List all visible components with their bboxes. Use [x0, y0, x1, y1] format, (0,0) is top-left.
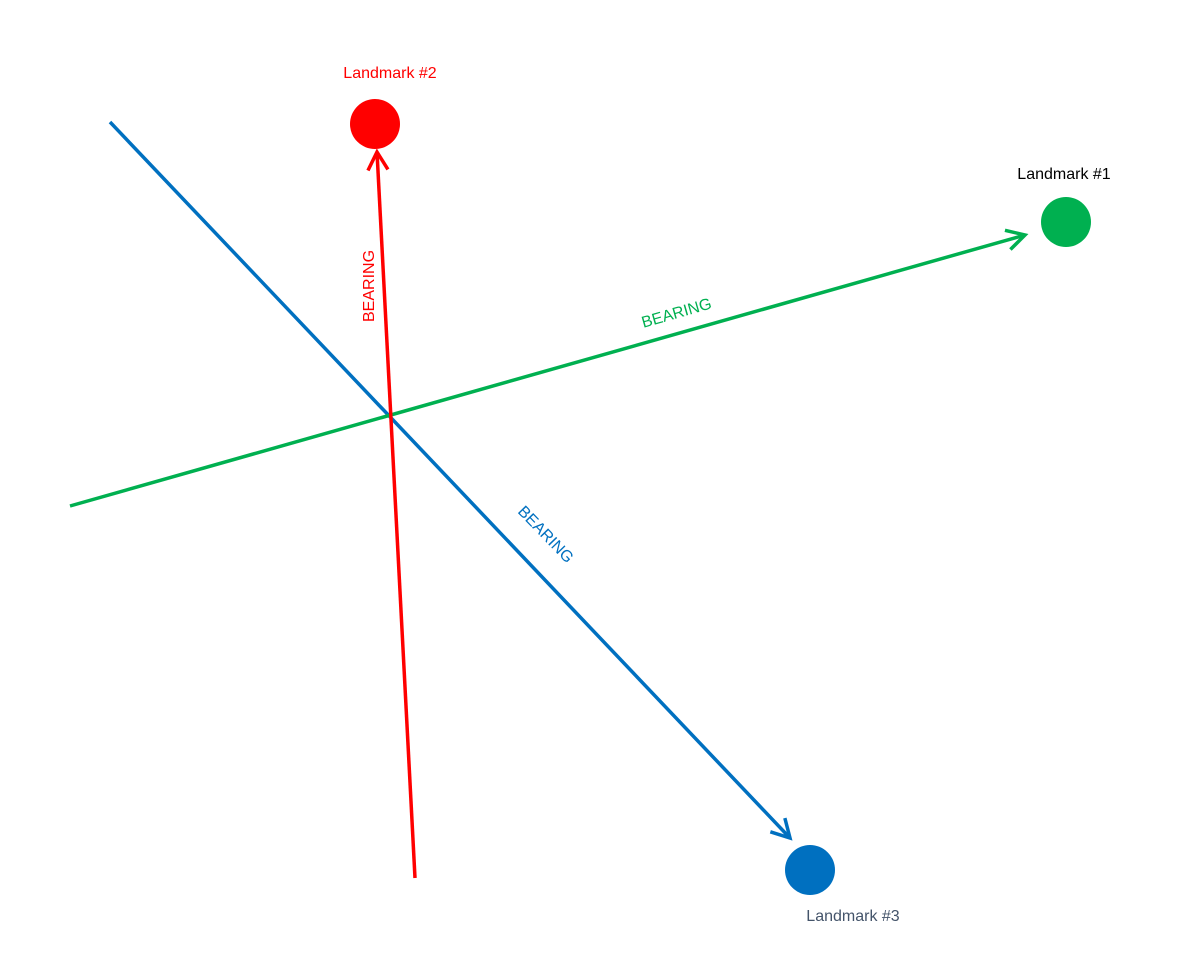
landmark-2-label: Landmark #2	[343, 65, 436, 82]
landmark-2-marker	[350, 99, 400, 149]
landmark-3-label: Landmark #3	[806, 908, 899, 925]
bearing-line-red	[366, 148, 417, 879]
landmark-1-marker	[1041, 197, 1091, 247]
bearing-line-blue	[108, 120, 793, 841]
bearing-label-red: BEARING	[361, 250, 378, 322]
landmark-1-label: Landmark #1	[1017, 166, 1110, 183]
bearing-line-green	[69, 228, 1029, 508]
landmark-3-marker	[785, 845, 835, 895]
